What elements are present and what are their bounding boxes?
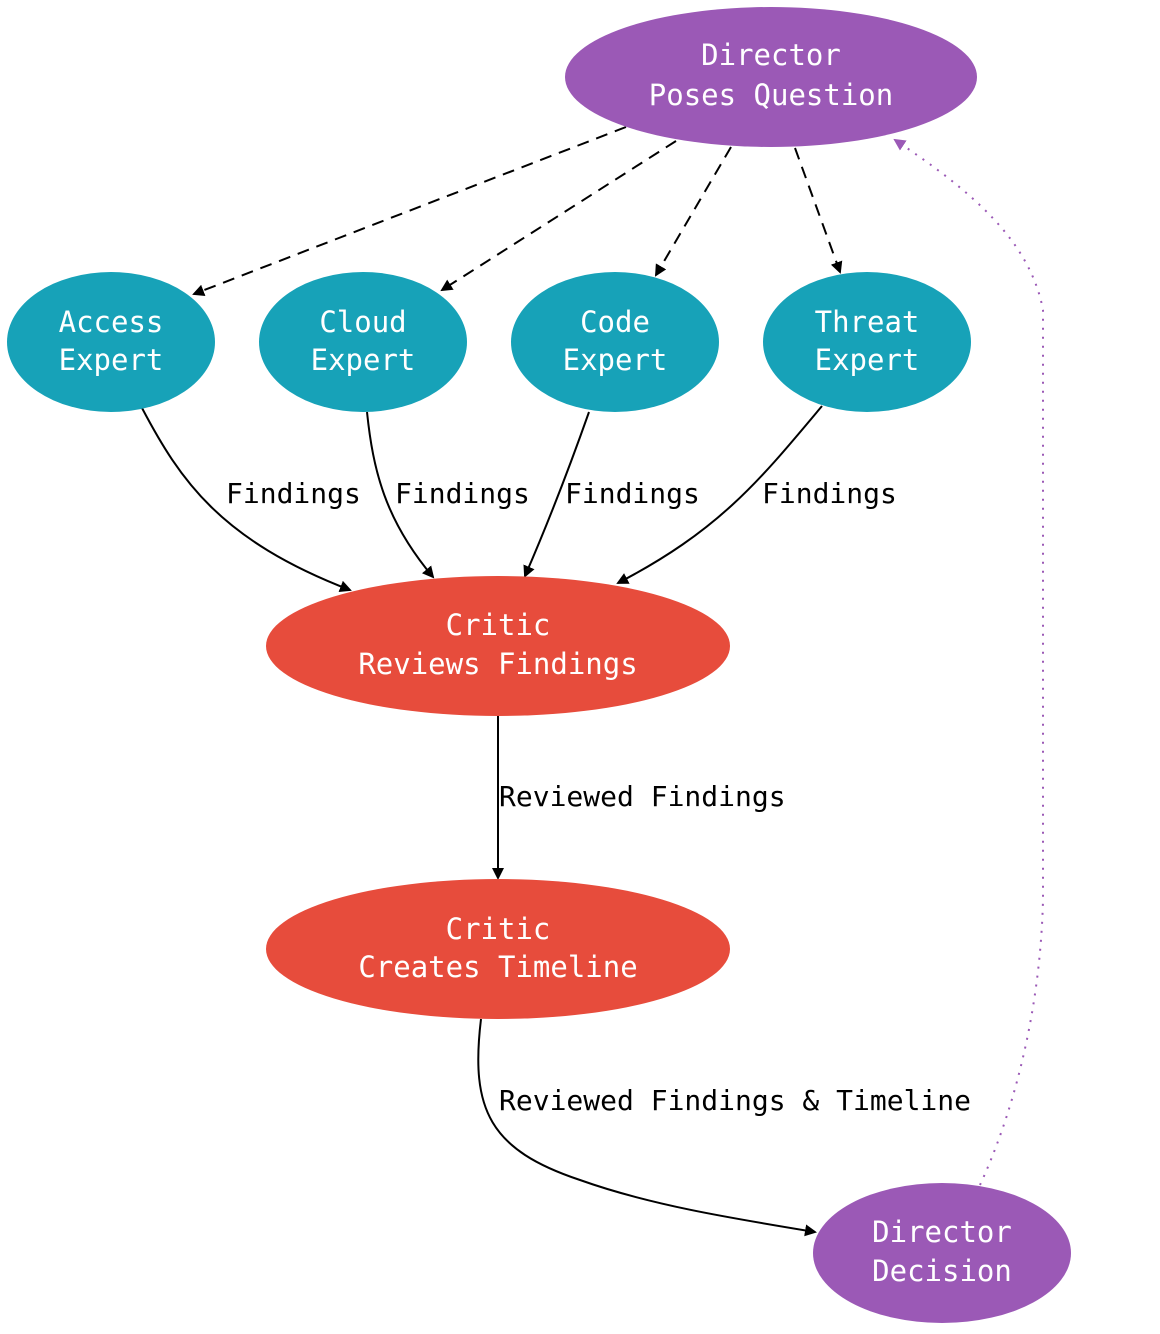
node-director-poses-question: Director Poses Question: [565, 7, 977, 147]
node-access-expert-line2: Expert: [59, 343, 164, 377]
node-critic-reviews-line2: Reviews Findings: [358, 647, 637, 681]
node-threat-expert-line2: Expert: [815, 343, 920, 377]
edge-director-to-code: [654, 146, 732, 277]
node-critic-reviews-line1: Critic: [446, 608, 551, 642]
node-director-decision-line2: Decision: [872, 1254, 1012, 1288]
node-director-decision-line1: Director: [872, 1215, 1012, 1249]
node-critic-timeline-line2: Creates Timeline: [358, 950, 637, 984]
node-code-expert-line2: Expert: [563, 343, 668, 377]
node-threat-expert-line1: Threat: [815, 305, 920, 339]
edge-director-to-threat: [794, 147, 843, 274]
node-cloud-expert-line1: Cloud: [319, 305, 406, 339]
node-director-poses-question-line2: Poses Question: [649, 78, 893, 112]
edge-cloud-to-critic: [366, 411, 435, 579]
edge-director-to-cloud: [440, 140, 677, 292]
node-code-expert: Code Expert: [511, 272, 719, 412]
edge-decision-to-director-feedback: [893, 138, 1044, 1186]
node-director-decision: Director Decision: [813, 1183, 1071, 1323]
node-critic-creates-timeline: Critic Creates Timeline: [266, 879, 730, 1019]
node-access-expert: Access Expert: [7, 272, 215, 412]
node-threat-expert: Threat Expert: [763, 272, 971, 412]
node-cloud-expert-line2: Expert: [311, 343, 416, 377]
label-cloud-findings: Findings: [395, 477, 530, 510]
node-access-expert-line1: Access: [59, 305, 164, 339]
node-code-expert-line1: Code: [580, 305, 650, 339]
edge-threat-to-critic: [616, 405, 823, 584]
node-critic-reviews-findings: Critic Reviews Findings: [266, 576, 730, 716]
node-cloud-expert: Cloud Expert: [259, 272, 467, 412]
edge-director-to-access: [192, 126, 627, 296]
label-reviewed-findings: Reviewed Findings: [499, 780, 786, 813]
label-access-findings: Findings: [226, 477, 361, 510]
node-director-poses-question-line1: Director: [701, 38, 841, 72]
edge-timeline-to-decision: [477, 1018, 817, 1237]
edge-access-to-critic: [141, 407, 352, 593]
label-code-findings: Findings: [565, 477, 700, 510]
edge-code-to-critic: [523, 411, 590, 578]
label-threat-findings: Findings: [762, 477, 897, 510]
label-reviewed-findings-timeline: Reviewed Findings & Timeline: [499, 1084, 971, 1117]
node-critic-timeline-line1: Critic: [446, 912, 551, 946]
